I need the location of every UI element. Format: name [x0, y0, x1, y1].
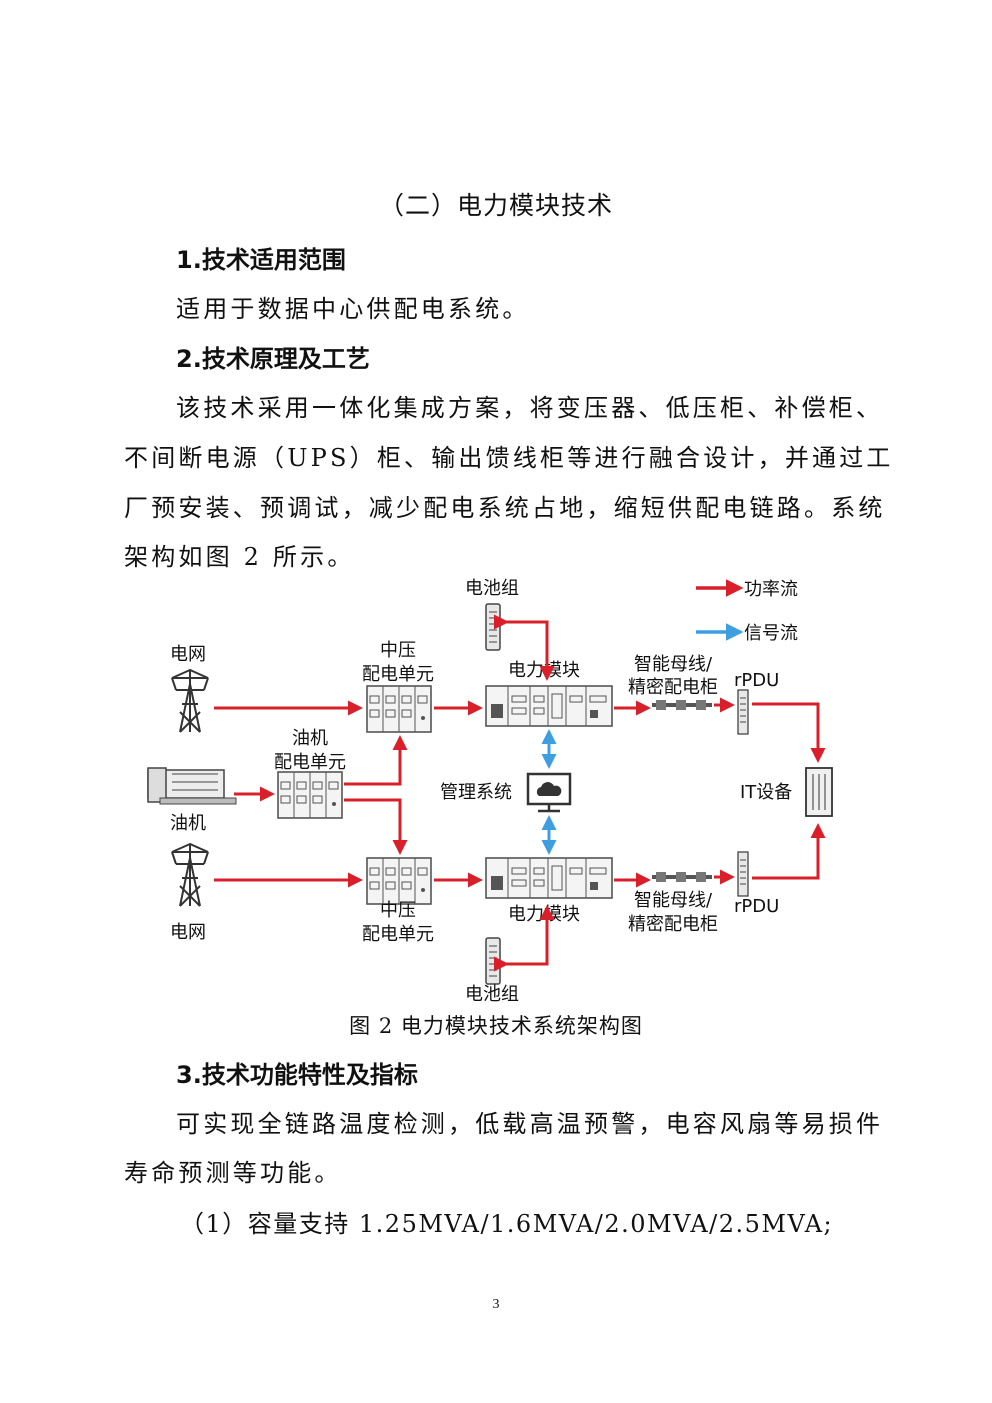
paragraph-applicable-scope: 适用于数据中心供配电系统。 — [176, 295, 530, 323]
legend-power-label: 功率流 — [744, 579, 798, 600]
label-busway-top-1: 智能母线/ — [634, 654, 713, 675]
grid-tower-top-icon — [171, 669, 209, 733]
power-module-top-icon — [485, 685, 613, 727]
label-battery-top: 电池组 — [465, 578, 519, 599]
heading-applicable-scope: 1.技术适用范围 — [176, 246, 346, 274]
battery-bottom-icon — [485, 937, 501, 985]
paragraph-features-line-1: 可实现全链路温度检测，低载高温预警，电容风扇等易损件 — [176, 1110, 884, 1138]
label-busway-bottom-1: 智能母线/ — [634, 890, 713, 911]
flow-diesel-dist-to-mv-bottom — [344, 798, 408, 855]
grid-tower-bottom-icon — [171, 843, 209, 907]
paragraph-principle-line-2: 不间断电源（UPS）柜、输出馈线柜等进行融合设计，并通过工 — [124, 444, 894, 472]
diesel-distribution-unit-icon — [277, 771, 343, 819]
heading-features: 3.技术功能特性及指标 — [176, 1061, 418, 1089]
power-module-architecture-diagram: 功率流 信号流 电网 油机 电网 油机 配电单元 中压 配电单元 中压 配电单元… — [147, 578, 833, 1005]
mv-distribution-unit-bottom-icon — [366, 857, 432, 905]
flow-rpdu-bottom-to-it — [752, 823, 826, 880]
label-mv-bottom-1: 中压 — [380, 900, 416, 921]
rpdu-top-icon — [737, 689, 749, 735]
flow-diesel-dist-to-mv-top — [344, 735, 408, 786]
label-diesel-dist-2: 配电单元 — [274, 752, 346, 773]
label-mv-top-1: 中压 — [380, 640, 416, 661]
flow-battery-bottom-pm — [494, 905, 555, 972]
paragraph-principle-line-3: 厂预安装、预调试，减少配电系统占地，缩短供配电链路。系统 — [124, 494, 886, 522]
paragraph-features-line-3: （1）容量支持 1.25MVA/1.6MVA/2.0MVA/2.5MVA; — [180, 1210, 834, 1238]
battery-top-icon — [485, 603, 501, 651]
paragraph-principle-line-4: 架构如图 2 所示。 — [124, 543, 355, 571]
label-battery-bottom: 电池组 — [465, 984, 519, 1005]
paragraph-principle-line-1: 该技术采用一体化集成方案，将变压器、低压柜、补偿柜、 — [176, 394, 884, 422]
label-rpdu-top: rPDU — [734, 670, 779, 691]
label-mgmt: 管理系统 — [440, 782, 512, 803]
it-equipment-rack-icon — [805, 767, 833, 817]
label-busway-top-2: 精密配电柜 — [628, 677, 718, 698]
figure-caption: 图 2 电力模块技术系统架构图 — [349, 1014, 643, 1038]
label-busway-bottom-2: 精密配电柜 — [628, 914, 718, 935]
label-diesel-dist-1: 油机 — [292, 728, 328, 749]
legend-signal-label: 信号流 — [744, 623, 798, 644]
label-rpdu-bottom: rPDU — [734, 896, 779, 917]
label-mv-top-2: 配电单元 — [362, 664, 434, 685]
label-diesel: 油机 — [170, 813, 206, 834]
busway-bottom-icon — [652, 872, 712, 882]
power-module-bottom-icon — [485, 857, 613, 899]
flow-battery-top-pm — [494, 614, 555, 681]
heading-principle: 2.技术原理及工艺 — [176, 345, 370, 373]
section-title: （二）电力模块技术 — [378, 191, 613, 220]
flow-rpdu-top-to-it — [752, 702, 826, 763]
label-mv-bottom-2: 配电单元 — [362, 924, 434, 945]
label-power-module-bottom: 电力模块 — [508, 904, 580, 925]
mv-distribution-unit-top-icon — [366, 685, 432, 733]
label-it-equipment: IT设备 — [740, 782, 792, 803]
page-number: 3 — [492, 1297, 500, 1312]
label-grid-top: 电网 — [170, 644, 206, 665]
label-grid-bottom: 电网 — [170, 922, 206, 943]
diesel-generator-icon — [147, 767, 237, 805]
paragraph-features-line-2: 寿命预测等功能。 — [124, 1159, 342, 1187]
management-system-monitor-icon — [526, 772, 572, 813]
rpdu-bottom-icon — [737, 851, 749, 897]
busway-top-icon — [652, 700, 712, 710]
label-power-module-top: 电力模块 — [508, 660, 580, 681]
